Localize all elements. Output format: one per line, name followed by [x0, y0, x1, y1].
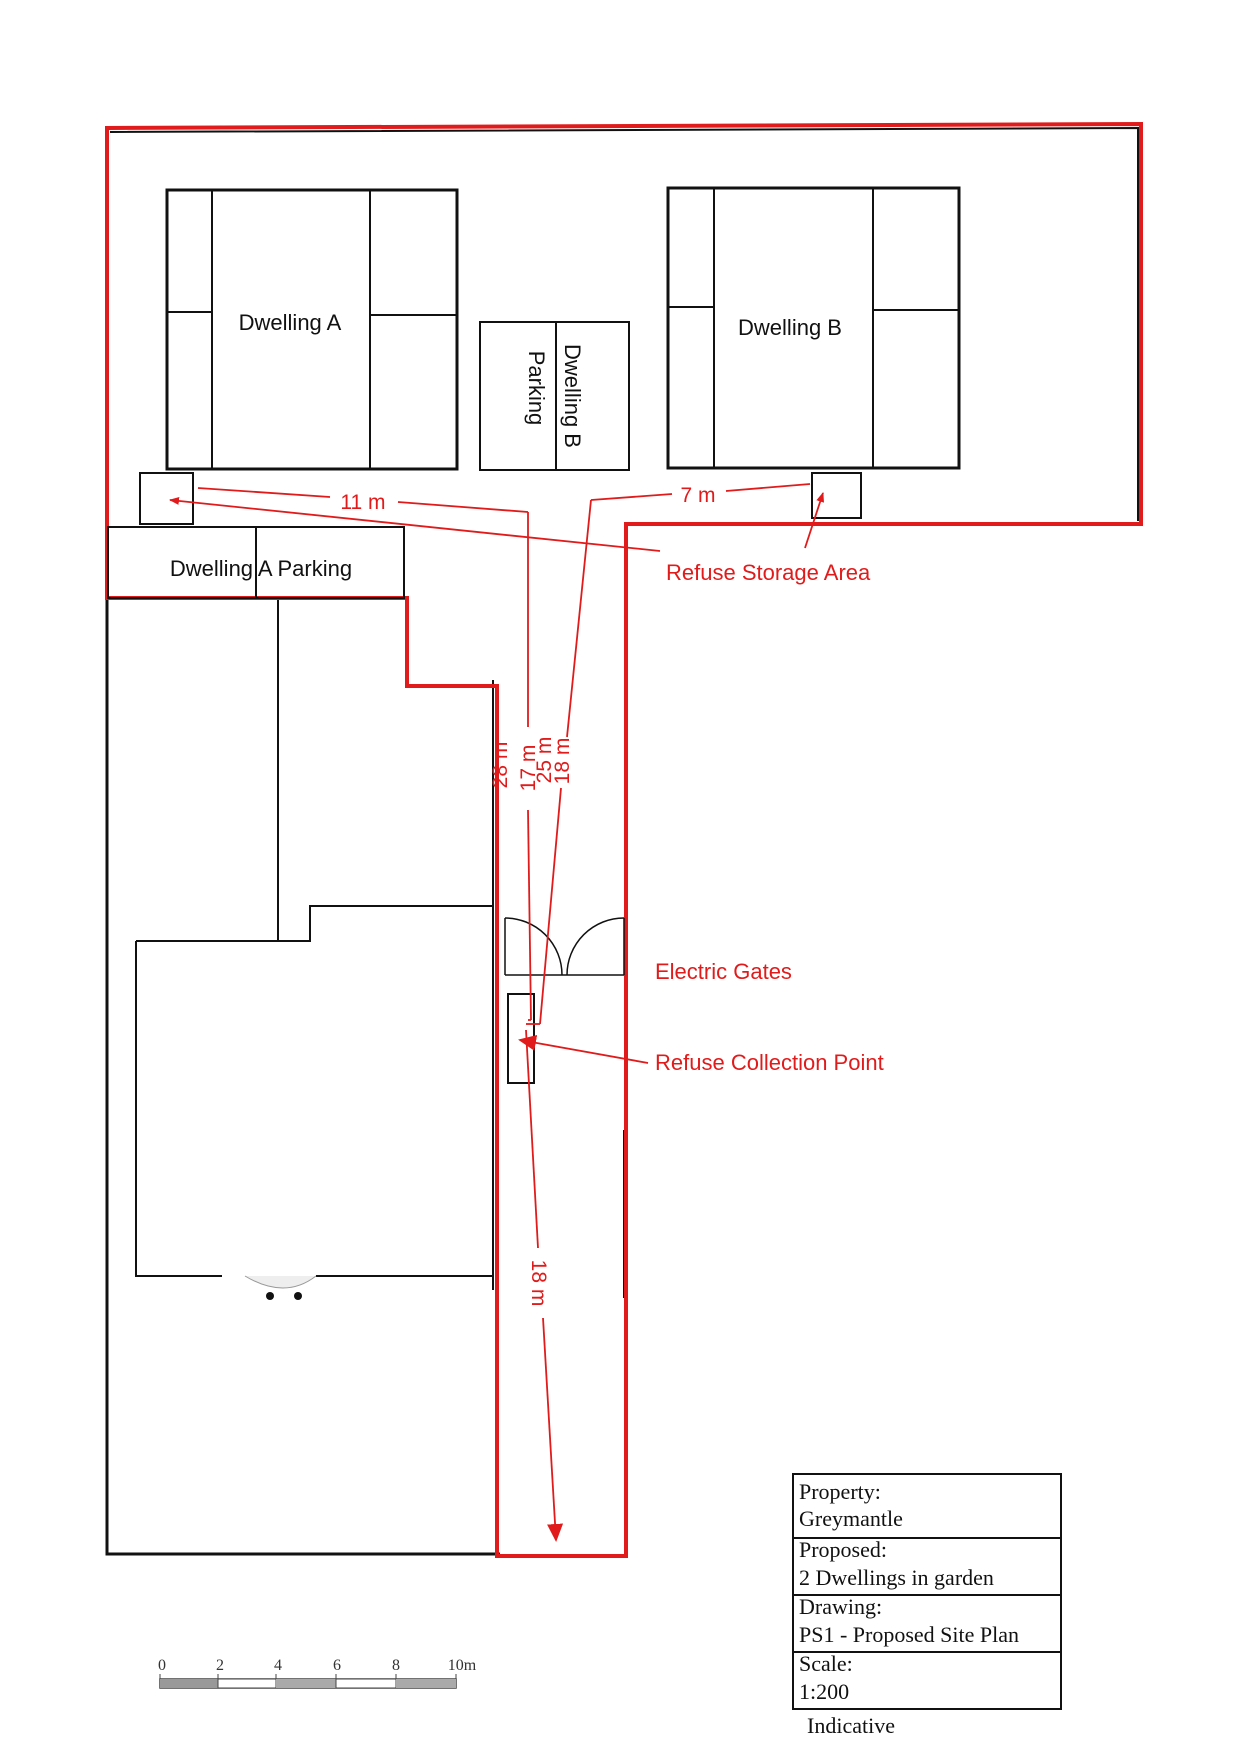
title-drawing-value: PS1 - Proposed Site Plan	[799, 1622, 1019, 1647]
dim-17m: 17 m	[517, 745, 540, 792]
scale-tick-2: 2	[216, 1657, 224, 1674]
dwelling-a-footprint	[165, 188, 459, 471]
title-indicative-note: Indicative	[807, 1713, 895, 1738]
dwelling-b-parking-label-2: Parking	[524, 351, 549, 426]
title-block	[792, 1473, 1062, 1710]
dim-18m-upper: 18 m	[551, 738, 574, 785]
dim-28m: 28 m	[489, 742, 512, 789]
dwelling-a-label: Dwelling A	[239, 310, 342, 335]
title-property-value: Greymantle	[799, 1506, 903, 1531]
dim-7m: 7 m	[680, 484, 715, 507]
dwelling-b-footprint	[666, 186, 961, 470]
scale-tick-6: 6	[333, 1657, 341, 1674]
dwelling-a-parking-box	[107, 526, 405, 599]
refuse-collection-point-label: Refuse Collection Point	[655, 1050, 884, 1075]
site-boundary	[105, 121, 1143, 1558]
porch-detail	[244, 1275, 317, 1300]
dwelling-b-label: Dwelling B	[738, 315, 842, 340]
title-proposed-label: Proposed:	[799, 1537, 887, 1562]
dim-25m: 25 m	[533, 737, 556, 784]
route-lines	[169, 483, 825, 1542]
electric-gates-symbol	[504, 917, 625, 976]
scale-tick-0: 0	[158, 1657, 166, 1674]
dwelling-b-parking-label-1: Dwelling B	[560, 344, 585, 448]
title-proposed-value: 2 Dwellings in garden	[799, 1565, 994, 1590]
scale-tick-8: 8	[392, 1657, 400, 1674]
refuse-storage-area-label: Refuse Storage Area	[666, 560, 871, 585]
refuse-storage-box-b	[811, 472, 862, 519]
existing-plot-outline	[105, 528, 500, 1556]
refuse-storage-box-a	[139, 472, 194, 525]
scale-bar	[159, 1674, 457, 1689]
title-property-label: Property:	[799, 1479, 881, 1504]
title-scale-label: Scale:	[799, 1651, 853, 1676]
dwelling-a-parking-label: Dwelling A Parking	[170, 556, 352, 581]
scale-tick-10m: 10m	[448, 1657, 477, 1674]
scale-tick-4: 4	[274, 1657, 282, 1674]
title-drawing-label: Drawing:	[799, 1594, 882, 1619]
dim-18m-lower: 18 m	[527, 1260, 550, 1307]
existing-house-outline	[135, 598, 625, 1298]
dim-11m: 11 m	[340, 491, 385, 514]
dwelling-b-parking-box	[479, 321, 630, 471]
boundary-inner-line	[109, 126, 1139, 521]
electric-gates-label: Electric Gates	[655, 959, 792, 984]
title-scale-value: 1:200	[799, 1679, 849, 1704]
